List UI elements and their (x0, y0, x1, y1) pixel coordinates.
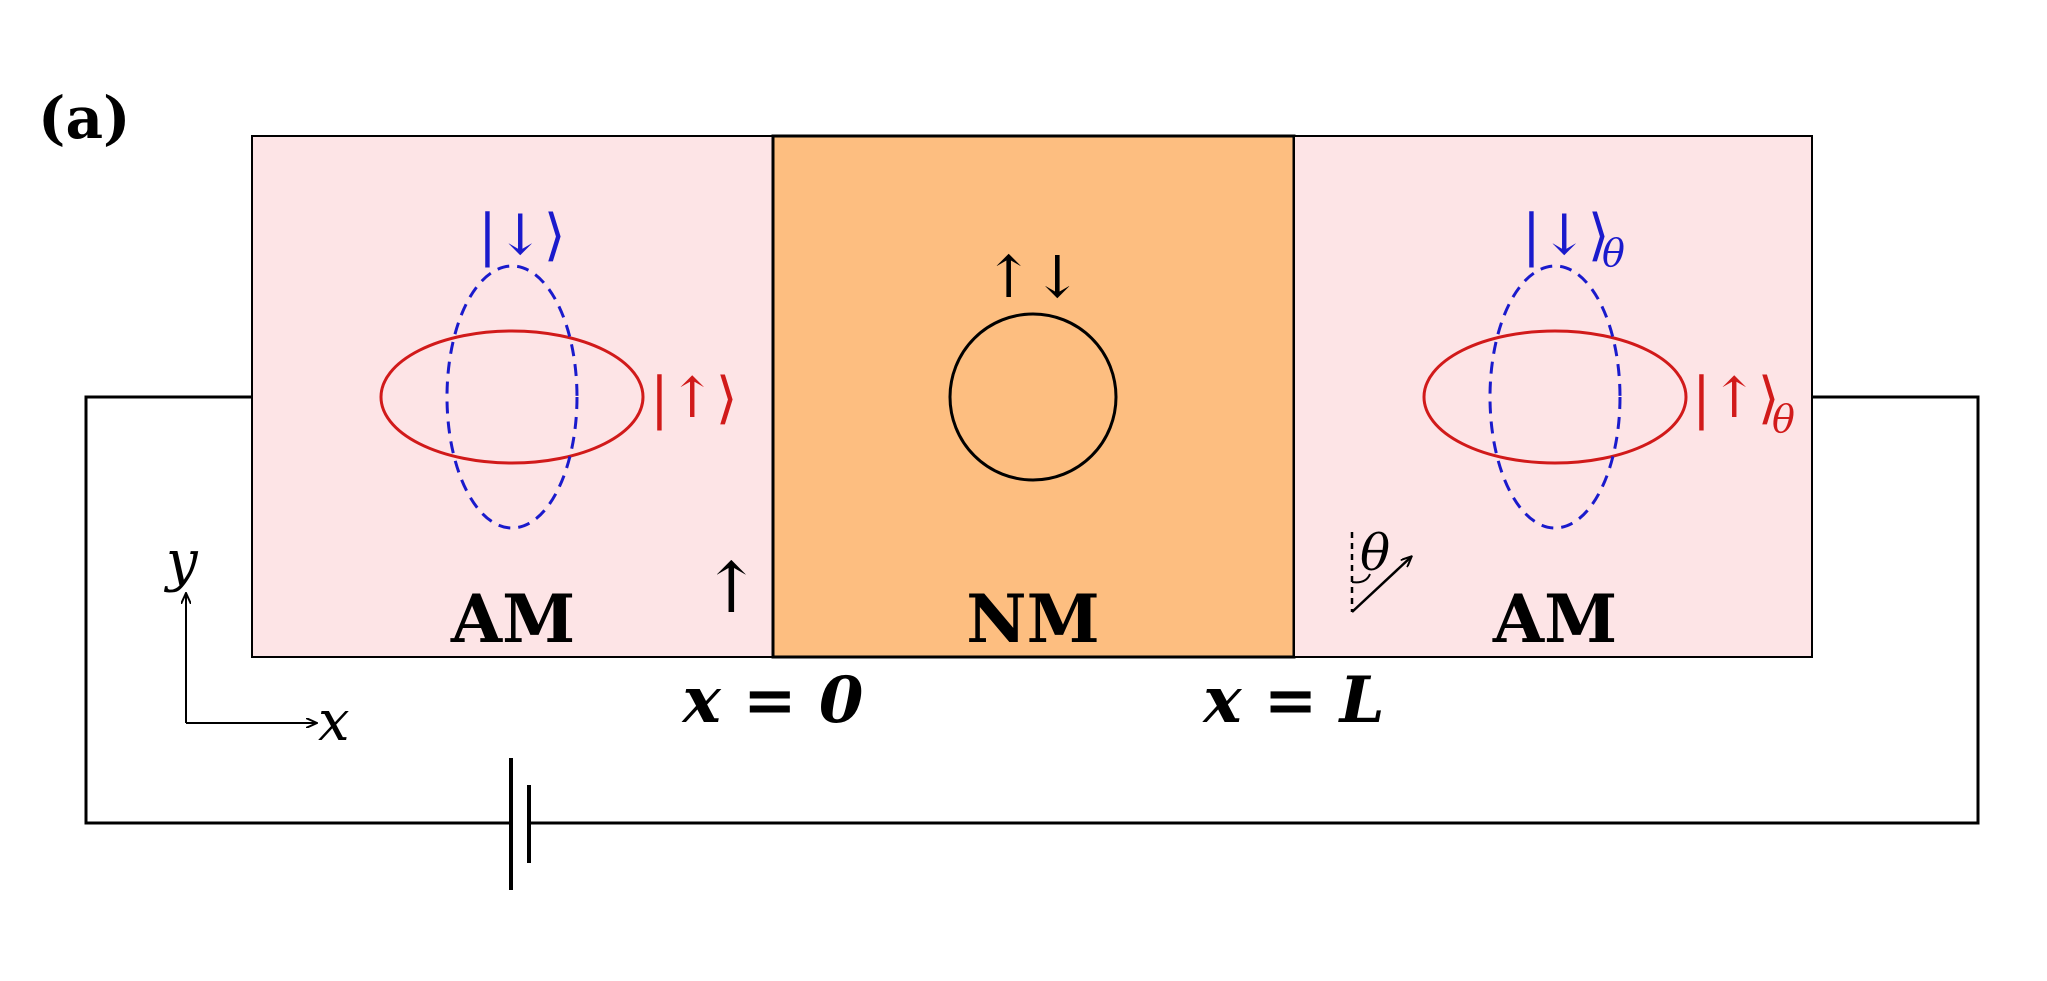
right-interface-label: x = L (1201, 663, 1384, 738)
right-spin-up-ket: |↑⟩ (1692, 366, 1780, 431)
x-axis-label: x (318, 689, 350, 754)
left-spin-down-ellipse (445, 264, 579, 530)
battery-icon (509, 758, 531, 890)
left-region-label: AM (450, 580, 575, 658)
nm-fermi-circle (948, 312, 1118, 482)
right-spin-down-ket: |↓⟩ (1522, 203, 1610, 268)
right-region-label: AM (1492, 580, 1617, 658)
right-spin-up-subscript: θ (1772, 397, 1795, 441)
coordinate-axes (186, 594, 316, 723)
left-am-region (251, 135, 774, 658)
right-spin-down-ellipse (1488, 264, 1622, 530)
left-spin-up-ket: |↑⟩ (650, 366, 738, 431)
circuit-wire-right (530, 395, 1980, 825)
circuit-wire-left (84, 395, 513, 825)
rotated-magnetization-icon (1350, 532, 1411, 613)
left-spin-down-ket: |↓⟩ (478, 203, 566, 268)
right-spin-down-subscript: θ (1602, 231, 1625, 275)
left-spin-up-ellipse (379, 329, 645, 465)
left-magnetization-arrow: ↑ (702, 547, 761, 629)
right-spin-up-ellipse (1422, 329, 1688, 465)
panel-label: (a) (38, 84, 130, 152)
nm-region (771, 134, 1296, 659)
y-axis-label: y (163, 529, 199, 594)
nm-spin-symbol: ↑↓ (984, 243, 1081, 311)
angle-label: θ (1360, 524, 1390, 582)
nm-region-label: NM (966, 580, 1099, 658)
left-interface-label: x = 0 (681, 663, 864, 738)
right-am-region (1293, 135, 1813, 658)
